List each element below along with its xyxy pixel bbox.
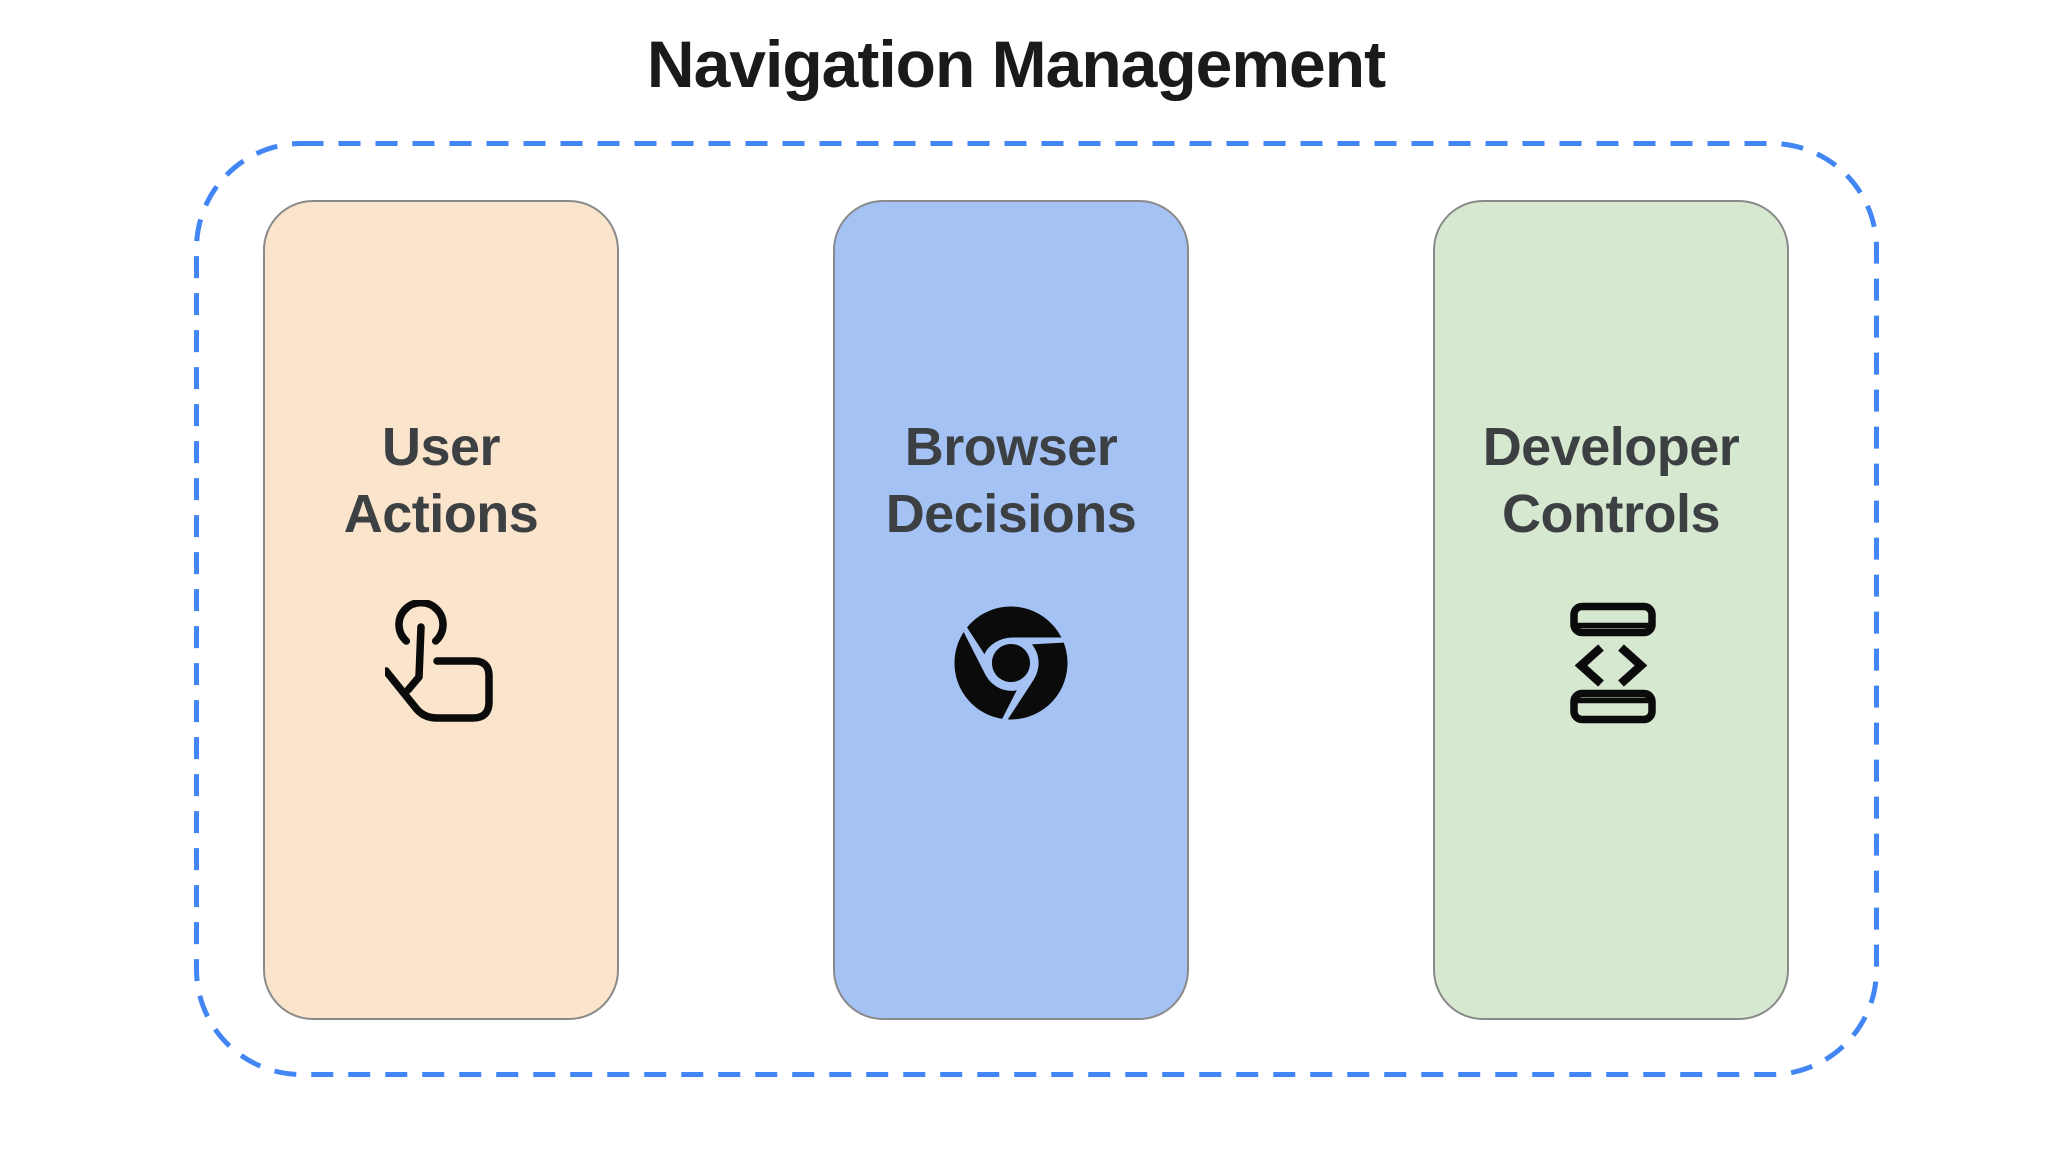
card-browser-decisions-label: Browser Decisions	[835, 414, 1187, 548]
card-icon-wrapper	[954, 605, 1068, 722]
touch-gesture-icon	[382, 598, 493, 722]
card-developer-controls: Developer Controls	[1433, 200, 1789, 1020]
card-icon-wrapper	[1565, 602, 1657, 724]
card-label-line: User	[381, 417, 501, 477]
card-user-actions-label: User Actions	[265, 414, 617, 548]
chrome-browser-icon	[954, 606, 1068, 720]
card-browser-decisions: Browser Decisions	[833, 200, 1189, 1020]
developer-mode-icon	[1570, 602, 1656, 724]
card-label-line: Decisions	[885, 484, 1137, 544]
card-user-actions: User Actions	[263, 200, 619, 1020]
card-developer-controls-label: Developer Controls	[1435, 414, 1787, 548]
card-label-line: Browser	[904, 417, 1118, 477]
diagram-title: Navigation Management	[646, 27, 1386, 101]
card-label-line: Actions	[343, 484, 539, 544]
card-label-line: Controls	[1502, 484, 1721, 544]
card-label-line: Developer	[1482, 417, 1740, 477]
card-icon-wrapper	[382, 598, 497, 726]
